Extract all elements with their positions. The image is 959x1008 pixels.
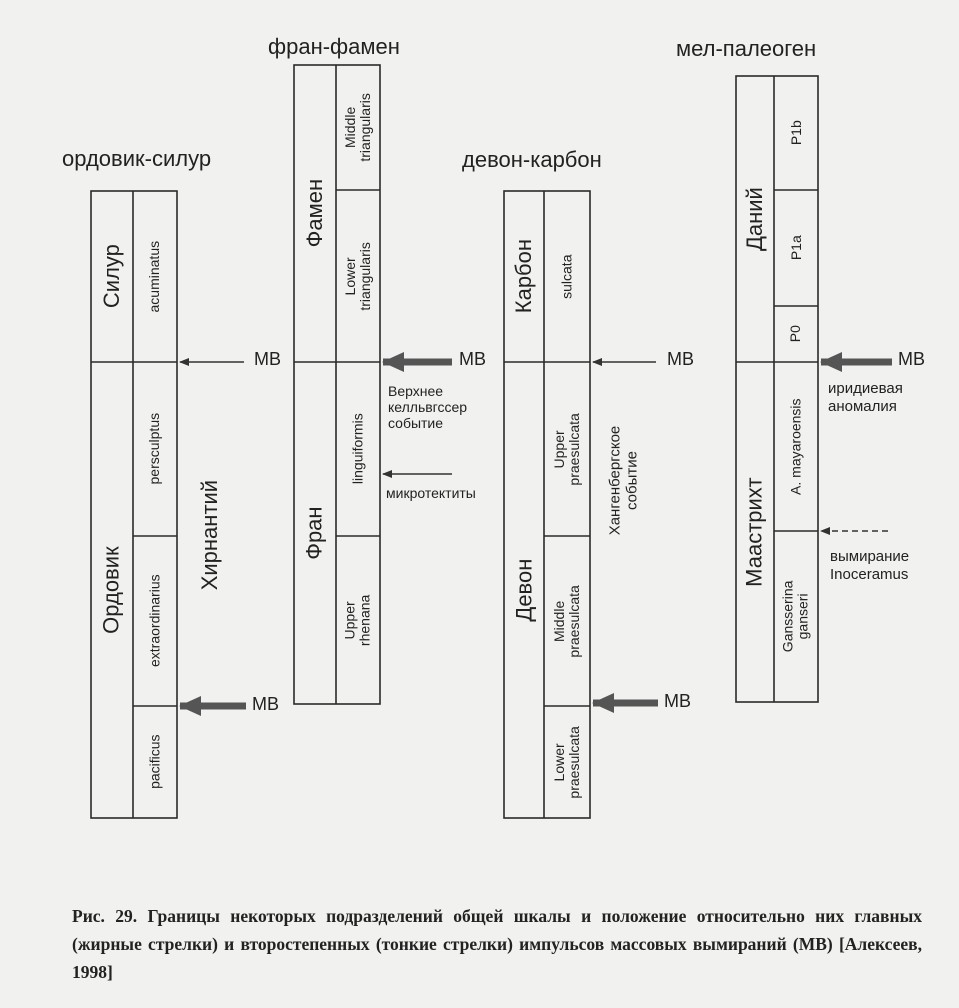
mv-label-2: МВ (252, 694, 279, 714)
mv-label-6: МВ (898, 349, 925, 369)
col4-zone-gansserina-ganseri: Gansserina ganseri (779, 580, 811, 653)
col3-zone-middle-praesulcata: Middle praesulcata (550, 584, 582, 658)
col4-maastricht: Маастрихт (741, 477, 767, 587)
col1-zone-persculptus: persculptus (146, 413, 163, 485)
col1-hirnantian-label: Хирнантий (196, 479, 222, 591)
col1-silur: Силур (98, 244, 124, 309)
col3-karbon: Карбон (510, 239, 536, 314)
note-microtektites: микротектиты (386, 485, 476, 501)
note-iridium: иридиевая аномалия (828, 380, 903, 415)
title-fran-famen: фран-фамен (268, 34, 400, 59)
col4-frame (735, 75, 819, 703)
col2-frame (293, 64, 381, 705)
col4-daniy: Даний (741, 187, 767, 251)
col3-zone-upper-praesulcata: Upper praesulcata (550, 412, 582, 486)
note-kellwasser: Верхнее келльвгссер событие (388, 383, 468, 431)
col4-zone-a-mayaroensis: A. mayaroensis (787, 398, 804, 495)
col3-hangenberg-label: Хангенбергское событие (606, 425, 641, 535)
col1-zone-acuminatus: acuminatus (146, 240, 163, 313)
col2-famen: Фамен (301, 179, 327, 248)
col1-ordovik: Ордовик (98, 546, 124, 634)
col4-zone-p1b: P1b (787, 120, 804, 146)
col4-zone-p1a: P1a (787, 235, 804, 261)
col2-zone-lower-triangularis: Lower triangularis (341, 241, 373, 311)
mv-label-4: МВ (667, 349, 694, 369)
col2-zone-upper-rhenana: Upper rhenana (341, 594, 373, 646)
col3-frame (503, 190, 591, 819)
col3-devon: Девон (510, 558, 536, 622)
col1-zone-pacificus: pacificus (146, 734, 163, 790)
col2-zone-middle-triangularis: Middle triangularis (341, 93, 373, 162)
mv-label-3: МВ (459, 349, 486, 369)
col1-frame (90, 190, 178, 819)
col2-fran: Фран (301, 506, 327, 560)
mv-label-1: МВ (254, 349, 281, 369)
title-mel-paleogen: мел-палеоген (676, 36, 817, 61)
col3-zone-lower-praesulcata: Lower praesulcata (550, 725, 582, 799)
col4-zone-p0: P0 (787, 325, 804, 343)
figure-caption: Рис. 29. Границы некоторых подразделений… (72, 906, 922, 982)
col3-zone-sulcata: sulcata (558, 254, 575, 299)
title-devon-karbon: девон-карбон (462, 147, 602, 172)
mv-label-5: МВ (664, 691, 691, 711)
note-inoceramus: вымирание Inoceramus (830, 548, 910, 583)
col2-zone-linguiformis: linguiformis (349, 413, 366, 485)
col1-zone-extraordinarius: extraordinarius (146, 574, 163, 668)
title-ordovik-silur: ордовик-силур (62, 146, 212, 171)
